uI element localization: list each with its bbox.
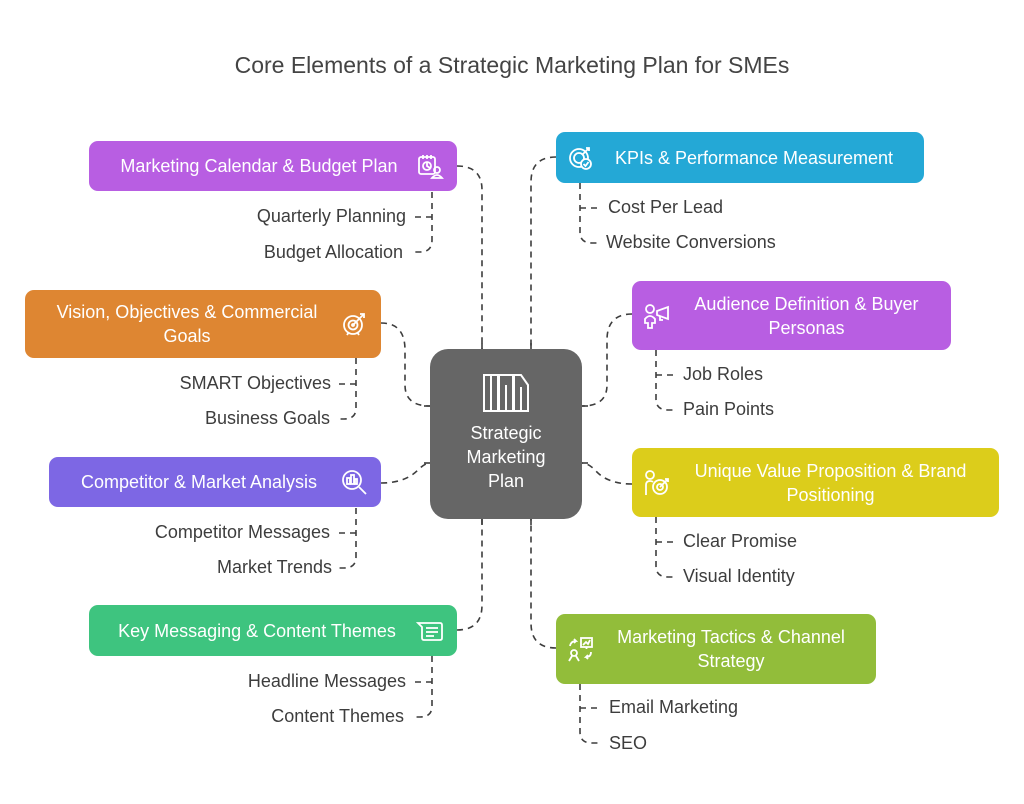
subitem-business-goals: Business Goals bbox=[204, 408, 330, 428]
connector-messaging bbox=[456, 519, 483, 631]
node-vision-objectives[interactable]: Vision, Objectives & Commercial Goals bbox=[25, 290, 381, 358]
subitem-pain-points: Pain Points bbox=[683, 399, 775, 419]
diagram-title: Core Elements of a Strategic Marketing P… bbox=[234, 52, 790, 78]
center-label-line-1: Strategic bbox=[470, 423, 542, 443]
connector-vision bbox=[380, 322, 431, 407]
magnifier-chart-icon bbox=[339, 467, 369, 497]
node-label: KPIs & Performance Measurement bbox=[614, 147, 894, 168]
node-label: Key Messaging & Content Themes bbox=[118, 620, 396, 641]
person-target-icon bbox=[642, 468, 672, 498]
node-competitor-analysis[interactable]: Competitor & Market Analysis bbox=[49, 457, 381, 507]
node-audience-personas[interactable]: Audience Definition & Buyer Personas bbox=[632, 281, 951, 350]
subitem-market-trends: Market Trends bbox=[216, 557, 332, 577]
center-label-line-3: Plan bbox=[487, 471, 525, 491]
target-arrow-icon bbox=[339, 309, 369, 339]
subitem-seo: SEO bbox=[609, 733, 648, 753]
subitem-cost-per-lead: Cost Per Lead bbox=[608, 197, 724, 217]
node-label: Marketing Tactics & Channel Strategy bbox=[617, 627, 845, 671]
subitem-competitor-messages: Competitor Messages bbox=[154, 522, 330, 542]
subitem-quarterly-planning: Quarterly Planning bbox=[256, 206, 406, 226]
subitem-content-themes: Content Themes bbox=[271, 706, 404, 726]
connector-calendar bbox=[456, 165, 483, 349]
connector-tactics bbox=[530, 519, 557, 649]
subitem-visual-identity: Visual Identity bbox=[683, 566, 795, 586]
subitem-clear-promise: Clear Promise bbox=[683, 531, 798, 551]
target-check-icon bbox=[566, 143, 596, 173]
node-marketing-tactics[interactable]: Marketing Tactics & Channel Strategy bbox=[556, 614, 876, 684]
connector-audience bbox=[581, 313, 633, 407]
subitem-smart-objectives: SMART Objectives bbox=[179, 373, 331, 393]
connector-kpis bbox=[530, 156, 557, 349]
node-label: Unique Value Proposition & Brand Positio… bbox=[694, 460, 967, 505]
calendar-chart-person-icon bbox=[415, 151, 445, 181]
node-label: Vision, Objectives & Commercial Goals bbox=[56, 302, 318, 346]
node-marketing-calendar[interactable]: Marketing Calendar & Budget Plan bbox=[89, 141, 457, 191]
node-label: Audience Definition & Buyer Personas bbox=[694, 293, 919, 338]
center-node[interactable]: Strategic Marketing Plan bbox=[430, 349, 582, 519]
subitem-job-roles: Job Roles bbox=[683, 364, 764, 384]
node-key-messaging[interactable]: Key Messaging & Content Themes bbox=[89, 605, 457, 656]
subitem-website-conversions: Website Conversions bbox=[606, 232, 776, 252]
message-lines-icon bbox=[415, 616, 445, 646]
connector-uvp bbox=[581, 462, 633, 485]
node-label: Competitor & Market Analysis bbox=[80, 472, 318, 492]
center-label-line-2: Marketing bbox=[466, 447, 546, 467]
node-unique-value-proposition[interactable]: Unique Value Proposition & Brand Positio… bbox=[632, 448, 999, 517]
subitem-headline-messages: Headline Messages bbox=[247, 671, 406, 691]
subitem-budget-allocation: Budget Allocation bbox=[263, 242, 403, 262]
node-kpis[interactable]: KPIs & Performance Measurement bbox=[556, 132, 924, 183]
book-columns-icon bbox=[481, 371, 531, 415]
presentation-strategy-icon bbox=[566, 634, 596, 664]
node-label: Marketing Calendar & Budget Plan bbox=[120, 156, 398, 176]
subitem-email-marketing: Email Marketing bbox=[609, 697, 739, 717]
connector-competitor bbox=[380, 462, 431, 484]
person-megaphone-icon bbox=[642, 301, 672, 331]
